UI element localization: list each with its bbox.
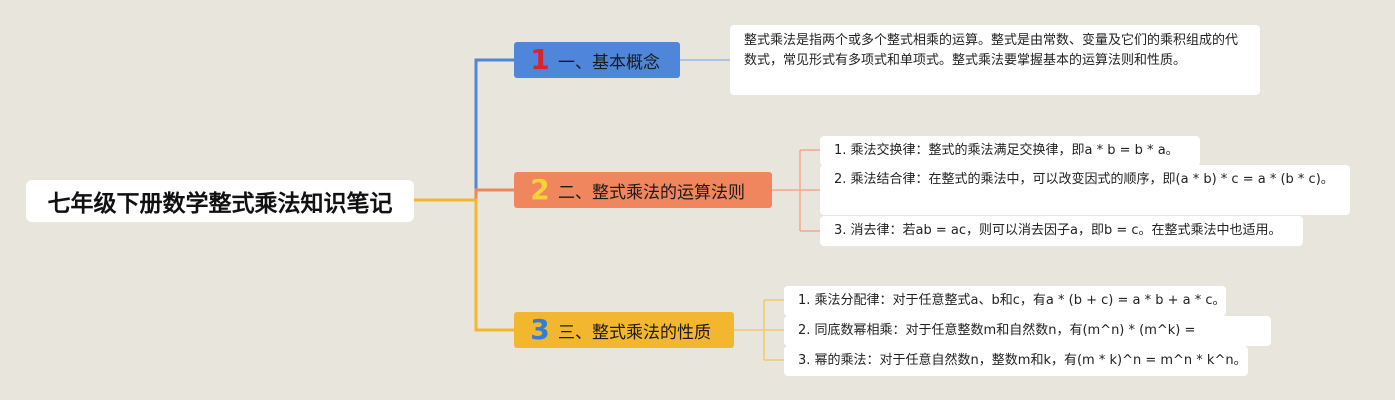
- link-root-branch3: [414, 198, 514, 332]
- leaf-commutative-law[interactable]: 1. 乘法交换律：整式的乘法满足交换律，即a * b = b * a。: [820, 136, 1200, 166]
- leaf-cancellation-law[interactable]: 3. 消去律：若ab = ac，则可以消去因子a，即b = c。在整式乘法中也适…: [820, 216, 1303, 246]
- link-root-branch1: [414, 58, 514, 202]
- root-title: 七年级下册数学整式乘法知识笔记: [47, 191, 393, 217]
- branch-label: 二、整式乘法的运算法则: [558, 182, 745, 203]
- branch-basic-concept[interactable]: 1 一、基本概念: [514, 42, 680, 78]
- branch-label: 一、基本概念: [558, 52, 660, 73]
- branch-operation-rules[interactable]: 2 二、整式乘法的运算法则: [514, 172, 772, 208]
- leaf-associative-law[interactable]: 2. 乘法结合律：在整式的乘法中，可以改变因式的顺序，即(a * b) * c …: [820, 165, 1350, 215]
- leaf-distributive-law[interactable]: 1. 乘法分配律：对于任意整式a、b和c，有a * (b + c) = a * …: [784, 286, 1226, 316]
- leaf-power-of-product[interactable]: 3. 幂的乘法：对于任意自然数n，整数m和k，有(m * k)^n = m^n …: [784, 346, 1248, 376]
- branch-number-icon: 1: [530, 43, 550, 76]
- link-branch2-leaves: [772, 149, 820, 232]
- note-basic-concept[interactable]: 整式乘法是指两个或多个整式相乘的运算。整式是由常数、变量及它们的乘积组成的代数式…: [730, 25, 1260, 95]
- branch-number-icon: 2: [530, 173, 550, 206]
- branch-number-icon: 3: [530, 313, 550, 346]
- link-branch3-leaves: [734, 299, 784, 361]
- leaf-same-base-powers[interactable]: 2. 同底数幂相乘：对于任意整数m和自然数n，有(m^n) * (m^k) =: [784, 316, 1271, 346]
- branch-properties[interactable]: 3 三、整式乘法的性质: [514, 312, 734, 348]
- root-topic[interactable]: 七年级下册数学整式乘法知识笔记: [26, 180, 414, 222]
- branch-label: 三、整式乘法的性质: [558, 322, 711, 343]
